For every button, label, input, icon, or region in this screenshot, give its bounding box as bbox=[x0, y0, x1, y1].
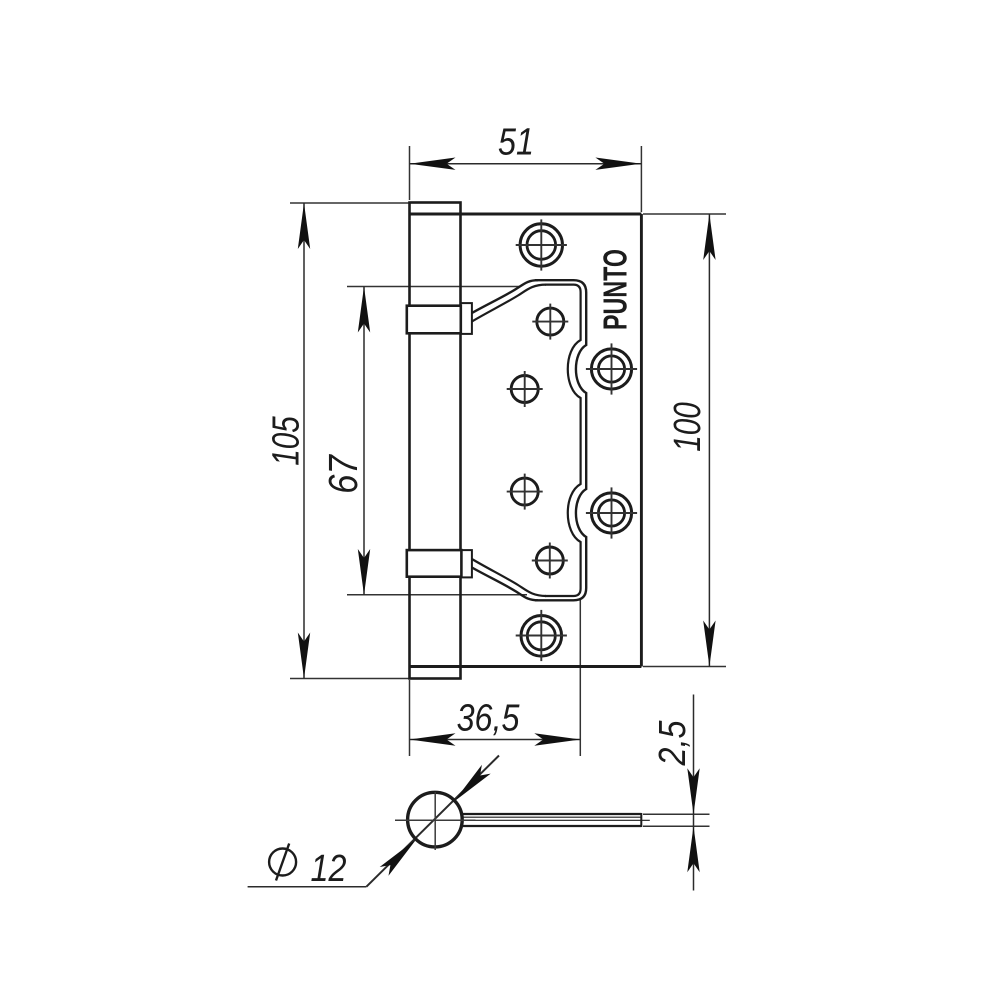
svg-text:100: 100 bbox=[667, 402, 709, 451]
svg-text:105: 105 bbox=[265, 415, 307, 465]
svg-text:36,5: 36,5 bbox=[457, 697, 520, 739]
svg-text:51: 51 bbox=[498, 121, 534, 163]
svg-text:2,5: 2,5 bbox=[652, 720, 694, 766]
svg-text:12: 12 bbox=[311, 848, 347, 890]
svg-text:PUNTO: PUNTO bbox=[597, 249, 634, 330]
svg-text:67: 67 bbox=[321, 453, 366, 493]
